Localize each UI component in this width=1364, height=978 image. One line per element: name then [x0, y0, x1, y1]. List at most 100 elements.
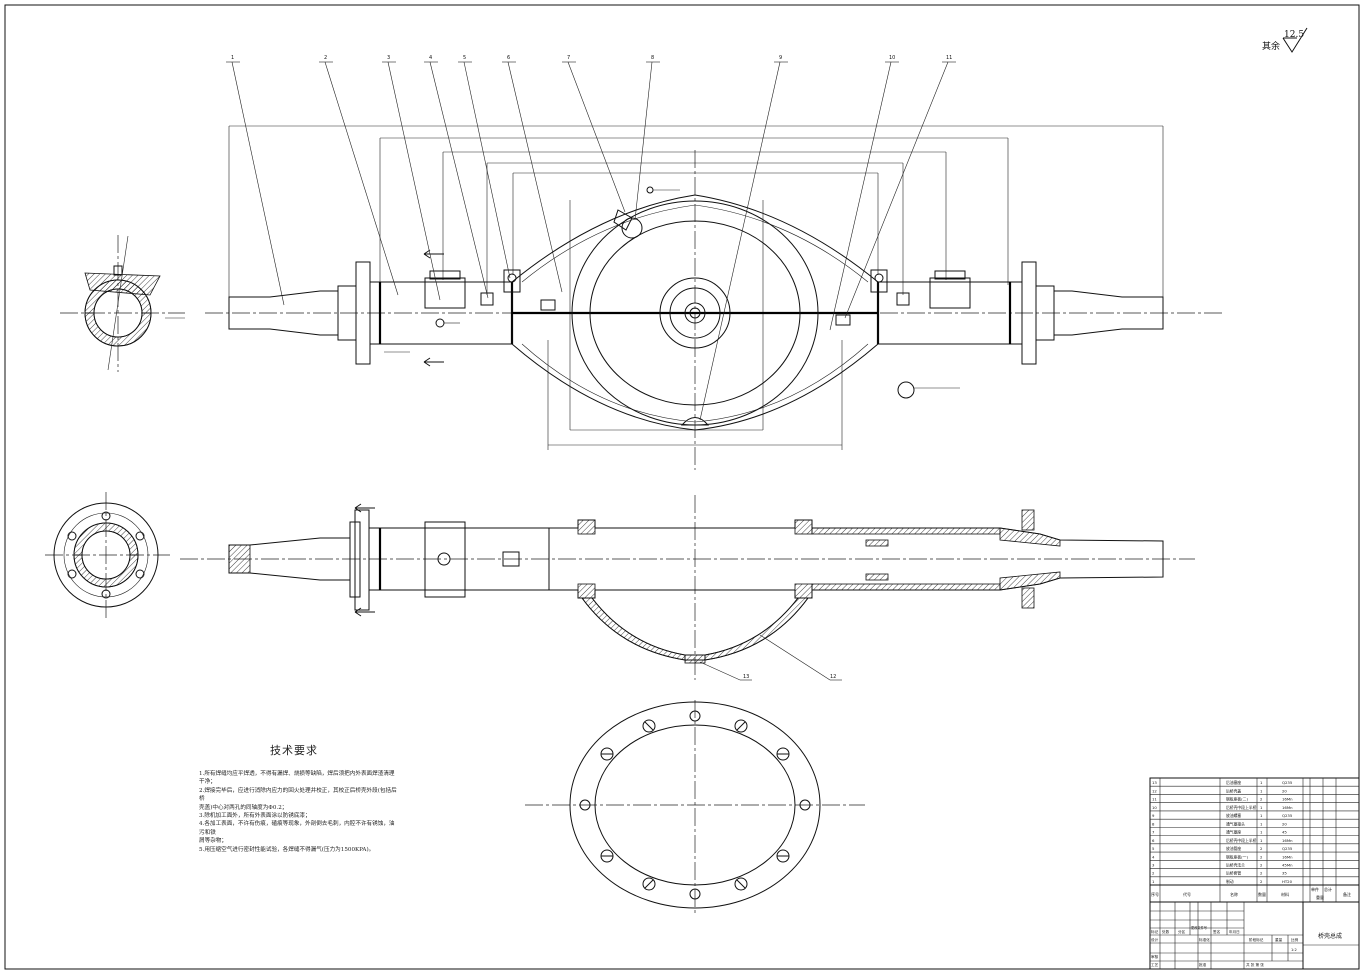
- tb-label-date: 年月日: [1229, 929, 1240, 934]
- header-total-weight: 总计: [1324, 886, 1332, 892]
- parts-row-2-name: 后桥套管: [1226, 871, 1241, 876]
- header-weight: 重量: [1316, 894, 1324, 900]
- parts-row-11-name: 钢板座板(二): [1226, 797, 1248, 802]
- parts-row-13-name: 后油塞座: [1226, 780, 1241, 785]
- parts-row-2-qty: 2: [1260, 871, 1263, 876]
- part-number-1: 1: [231, 55, 234, 61]
- part-number-8: 8: [651, 55, 654, 61]
- cover-flange-view: [525, 700, 865, 915]
- parts-row-3-qty: 2: [1260, 862, 1263, 867]
- parts-row-10-no: 10: [1152, 805, 1157, 810]
- title-block: 标记 处数 分区 更改文件号 签名 年月日 设计 标准化 审核 工艺 批准 阶段…: [1149, 901, 1360, 970]
- header-unit-weight: 单件: [1311, 886, 1319, 892]
- parts-row-12-no: 12: [1152, 788, 1157, 793]
- header-note: 备注: [1343, 891, 1351, 897]
- tb-label-weight: 重量: [1275, 937, 1283, 942]
- part-number-9: 9: [779, 55, 782, 61]
- parts-row-5-qty: 2: [1260, 846, 1263, 851]
- parts-row-7-name: 通气塞座: [1226, 830, 1241, 835]
- parts-row-8-no: 8: [1152, 821, 1155, 826]
- parts-row-3-mat: 45Mn: [1282, 862, 1293, 867]
- parts-row-8-name: 通气塞接头: [1226, 821, 1245, 826]
- parts-row-6-no: 6: [1152, 838, 1155, 843]
- parts-row-4-no: 4: [1152, 854, 1155, 859]
- parts-row-5-mat: Q235: [1282, 846, 1293, 851]
- roughness-prefix: 其余: [1262, 40, 1280, 52]
- header-mat: 材料: [1281, 891, 1289, 897]
- parts-row-11-no: 11: [1152, 797, 1157, 802]
- technical-requirements: 技术要求 1.所有焊缝均应平焊透，不得有漏焊、烧损等缺陷，焊后须把内外表面焊渣清…: [199, 742, 399, 854]
- parts-row-10-qty: 1: [1260, 805, 1263, 810]
- tech-item-6: 屑等杂物；: [199, 838, 227, 845]
- tb-label-approve: 批准: [1199, 962, 1207, 967]
- tb-label-count: 处数: [1162, 929, 1170, 934]
- parts-row-11-qty: 2: [1260, 797, 1263, 802]
- roughness-value: 12.5: [1284, 30, 1304, 40]
- tech-item-7: 5.用压缩空气进行密封性能试验，各焊缝不得漏气(压力为1500KPA)。: [199, 846, 375, 853]
- part-leaders: 1 2 3 4 5 6 7 8 9 10 11: [226, 55, 956, 421]
- part-number-4: 4: [429, 55, 432, 61]
- tb-label-review: 审核: [1151, 954, 1159, 959]
- parts-row-10-name: 后桥壳中段上半桥: [1226, 805, 1257, 810]
- parts-row-8-qty: 1: [1260, 821, 1263, 826]
- tb-label-stage: 阶段标记: [1249, 937, 1264, 942]
- parts-row-1-no: 1: [1152, 879, 1155, 884]
- parts-row-9-no: 9: [1152, 813, 1155, 818]
- parts-row-1-mat: HT20: [1282, 879, 1293, 884]
- parts-row-7-no: 7: [1152, 830, 1155, 835]
- tb-label-scale: 比例: [1291, 937, 1299, 942]
- parts-row-10-mat: 16Mn: [1282, 805, 1293, 810]
- tb-label-mark: 标记: [1151, 929, 1159, 934]
- parts-row-7-qty: 1: [1260, 830, 1263, 835]
- tb-label-design: 设计: [1151, 937, 1159, 942]
- tech-item-2: 2.焊接完毕后，应进行消除内应力的回火处理并校正，其校正后桥壳外段(包括后桥: [199, 787, 397, 803]
- parts-row-2-no: 2: [1152, 871, 1155, 876]
- part-number-7: 7: [567, 55, 570, 61]
- parts-row-4-name: 钢板座板(一): [1226, 854, 1248, 859]
- header-code: 代号: [1183, 891, 1191, 897]
- parts-row-6-name: 后桥壳中段上半桥: [1226, 838, 1257, 843]
- part-number-10: 10: [889, 55, 895, 61]
- parts-row-6-mat: 16Mn: [1282, 838, 1293, 843]
- tb-label-standard: 标准化: [1199, 937, 1210, 942]
- parts-row-5-no: 5: [1152, 846, 1155, 851]
- tb-label-sign: 签名: [1213, 929, 1221, 934]
- front-section-view: 13 12: [180, 495, 1195, 681]
- parts-row-3-no: 3: [1152, 862, 1155, 867]
- parts-row-11-mat: 16Mn: [1282, 797, 1293, 802]
- header-name: 名称: [1230, 891, 1238, 897]
- tb-sheets: 共 张 第 张: [1246, 962, 1264, 967]
- parts-row-7-mat: 45: [1282, 830, 1287, 835]
- parts-row-12-mat: 20: [1282, 788, 1287, 793]
- part-number-13: 13: [743, 674, 749, 680]
- flange-end-view: [45, 492, 170, 620]
- tech-item-4: 3.除机加工面外，所有外表面涂以防锈底漆；: [199, 813, 311, 820]
- tech-item-1: 1.所有焊缝均应平焊透，不得有漏焊、烧损等缺陷，焊后须把内外表面焊渣清理干净；: [199, 771, 395, 786]
- parts-row-4-mat: 16Mn: [1282, 854, 1293, 859]
- overall-dimension-lines: [228, 125, 1164, 450]
- drawing-name: 桥壳总成: [1318, 932, 1342, 940]
- parts-row-9-qty: 1: [1260, 813, 1263, 818]
- parts-row-12-qty: 1: [1260, 788, 1263, 793]
- part-number-5: 5: [463, 55, 466, 61]
- parts-row-9-mat: Q235: [1282, 813, 1293, 818]
- parts-row-5-name: 放油管座: [1226, 846, 1241, 851]
- tb-label-zone: 分区: [1178, 929, 1186, 934]
- tech-item-3: 壳盖)中心对两孔的同轴度为Φ0.2；: [199, 804, 288, 811]
- header-no: 序号: [1151, 891, 1159, 897]
- parts-row-13-no: 13: [1152, 780, 1157, 785]
- part-number-3: 3: [387, 55, 390, 61]
- parts-row-4-qty: 2: [1260, 854, 1263, 859]
- tb-label-process: 工艺: [1151, 962, 1159, 967]
- roughness-symbol: 其余 12.5: [1262, 27, 1308, 53]
- tb-scale-value: 1:2: [1291, 948, 1297, 952]
- parts-row-13-qty: 1: [1260, 780, 1263, 785]
- tech-item-5: 4.各加工表面，不许有伤痕，磕痕等现象，外剖倒去毛刺，内腔不许有锈蚀，油污和铁: [199, 821, 395, 836]
- part-number-2: 2: [324, 55, 327, 61]
- part-number-6: 6: [507, 55, 510, 61]
- parts-row-2-mat: 35: [1282, 871, 1287, 876]
- sheet-border: [4, 4, 1360, 970]
- parts-row-1-qty: 2: [1260, 879, 1263, 884]
- left-tube-section: [60, 235, 185, 372]
